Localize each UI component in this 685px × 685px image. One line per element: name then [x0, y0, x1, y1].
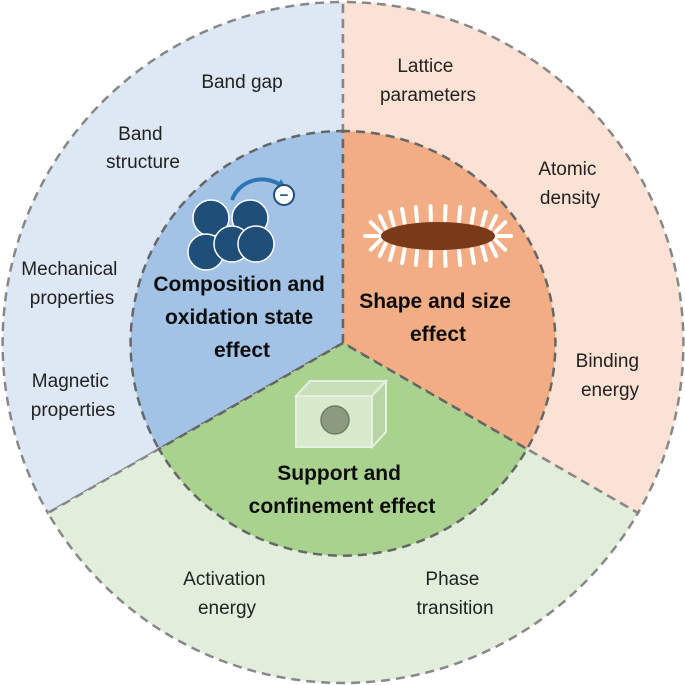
label-atomic-density: Atomic density	[538, 159, 601, 209]
confinement-cube-icon	[293, 378, 389, 450]
atom-icon	[237, 225, 275, 263]
label-mechanical-properties: Mechanical properties	[21, 259, 122, 309]
ligand-spike	[413, 249, 420, 267]
inner-sector-composition	[129, 129, 345, 451]
ligand-spike	[400, 247, 407, 265]
ligand-spike	[480, 244, 488, 263]
ligand-spike	[488, 241, 499, 259]
label-lattice-parameters: Lattice parameters	[380, 56, 476, 106]
label-band-structure: Band structure	[106, 124, 180, 173]
inner-sector-support	[157, 341, 529, 557]
ligand-spike	[388, 244, 396, 263]
ligand-spike	[488, 213, 499, 231]
ligand-spike	[493, 220, 508, 235]
confined-particle-icon	[320, 405, 350, 435]
ligand-spike	[368, 220, 383, 235]
ligand-spike	[456, 205, 463, 223]
ligand-spike	[368, 237, 383, 252]
ligand-spike	[469, 207, 476, 225]
label-band-gap: Band gap	[201, 72, 282, 93]
atom-cluster-electron-icon: −	[187, 177, 295, 271]
ligand-spike	[413, 205, 420, 223]
label-magnetic-properties: Magnetic properties	[31, 371, 116, 421]
inner-sector-shape	[341, 129, 557, 451]
ligand-spike	[469, 247, 476, 265]
center-label-composition: Composition and oxidation state effect	[153, 273, 330, 362]
ligand-spike	[456, 249, 463, 267]
nanoparticle-ligand-icon	[363, 204, 513, 268]
nanoparticle-icon	[381, 222, 495, 250]
electron-symbol: −	[280, 187, 289, 204]
center-label-support: Support and confinement effect	[249, 462, 436, 518]
electron-arrow-icon	[230, 177, 284, 201]
label-activation-energy: Activation energy	[183, 569, 271, 619]
ligand-spike	[480, 209, 488, 228]
ligand-spike	[388, 209, 396, 228]
electron-icon	[273, 184, 295, 206]
ligand-spike	[493, 237, 508, 252]
cube-top-face	[293, 380, 389, 397]
ligand-spike	[377, 213, 388, 231]
ligand-spike	[400, 207, 407, 225]
center-label-shape: Shape and size effect	[359, 290, 517, 346]
ligand-spike	[377, 241, 388, 259]
label-binding-energy: Binding energy	[576, 351, 645, 401]
label-phase-transition: Phase transition	[416, 569, 493, 619]
